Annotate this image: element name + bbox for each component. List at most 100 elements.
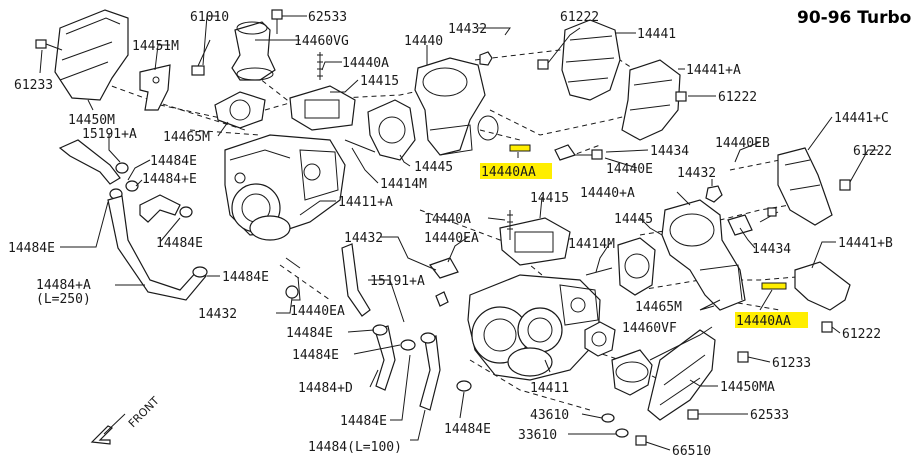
label-14484E-3: 14484E [8,241,55,256]
outlet-elbow-14460VF [611,349,653,396]
turbocharger-14411A [224,134,346,241]
gasket-14445-top [367,99,416,161]
label-14484E-7: 14484E [340,414,387,429]
label-14414M-top: 14414M [380,177,427,192]
bolt-61222-top [537,59,549,70]
label-14411A: 14411+A [338,195,393,210]
stud-14440AA-top [509,144,531,152]
label-14440EA-mid: 14440EA [290,304,345,319]
label-14440AA-top: 14440AA [481,165,536,180]
label-14440A-mid: 14440A [424,212,471,227]
bolt-62533-top [271,9,283,34]
label-14441: 14441 [637,27,676,42]
bolt-61233-low [737,351,749,363]
label-14450MA: 14450MA [720,380,775,395]
label-61233-left: 61233 [14,78,53,93]
label-14440E: 14440E [606,162,653,177]
front-arrow-icon [90,413,126,445]
gasket-14465M-mid [584,321,616,357]
heat-shield-14441C [777,147,833,226]
gasket-14465M-top [214,91,266,129]
heat-shield-14441B [794,261,851,311]
label-14432-left: 14432 [344,231,383,246]
heat-shield-14450MA [647,329,716,421]
label-61233-low: 61233 [772,356,811,371]
label-14415-mid: 14415 [530,191,569,206]
label-14441B: 14441+B [838,236,893,251]
label-14415-top: 14415 [360,74,399,89]
highlight-14440AA-mid [735,312,808,328]
label-14465M-mid: 14465M [635,300,682,315]
label-14432-mid: 14432 [677,166,716,181]
label-14445-top: 14445 [414,160,453,175]
outlet-elbow-14460VG [231,21,276,81]
bracket-14440EB [727,214,753,236]
hose-clamp-14484E-4 [192,266,208,278]
bolt-61010 [191,39,211,76]
hose-14484D [372,324,416,391]
stud-14440A-top [317,52,323,80]
label-66510: 66510 [672,444,711,459]
label-14484E-2: 14484E [156,236,203,251]
label-14484A: 14484+A [36,278,91,293]
pipe-14432-mid [341,243,371,317]
stud-14414M-mid [585,267,613,276]
label-14484A-len: (L=250) [36,292,91,307]
gasket-14445-mid [617,237,656,296]
bolt-14434-mid [759,207,779,223]
label-14441A-top: 14441+A [686,63,741,78]
label-14460VG: 14460VG [294,34,349,49]
nut-14432-mid [705,185,723,203]
hose-14484-L100 [419,332,472,411]
leader-lines [39,15,878,451]
front-label: FRONT [126,394,162,430]
bolt-61222-right [839,179,851,191]
label-62533-top: 62533 [308,10,347,25]
part-labels: 61010 62533 14460VG 14440 14432 61222 14… [8,10,893,459]
label-61222-mid: 61222 [718,90,757,105]
bracket-14451M [139,64,171,111]
label-14414M-mid: 14414M [568,237,615,252]
nut-14432-top [479,51,493,66]
label-14451M: 14451M [132,39,179,54]
label-61222-low: 61222 [842,327,881,342]
label-14440A-top: 14440A [342,56,389,71]
label-14484E-4: 14484E [222,270,269,285]
bracket-14440EA-mid [429,257,459,307]
label-14484E-1: 14484E [150,154,197,169]
hose-14484E-plus [139,194,181,223]
label-14484E-8: 14484E [444,422,491,437]
label-14440EA-top: 14440EA [424,231,479,246]
label-14484E-plus: 14484+E [142,172,197,187]
label-61222-right: 61222 [853,144,892,159]
label-14440A-plus: 14440+A [580,186,635,201]
stud-14440A-mid [507,210,513,240]
heat-shield-14441A [621,59,681,141]
label-14484-L100: 14484(L=100) [308,440,402,455]
bolt-61222-low [821,321,833,333]
label-14440: 14440 [404,34,443,49]
label-14441C: 14441+C [834,111,889,126]
label-14432-top: 14432 [448,22,487,37]
diagram-title: 90-96 Turbo [797,8,911,28]
label-14484E-6: 14484E [292,348,339,363]
exhaust-pipe-14440A [661,199,746,311]
label-14440AA-mid: 14440AA [736,314,791,329]
washers-nuts-low [601,409,699,446]
label-14440EB: 14440EB [715,136,770,151]
stud-14414M-top [344,139,376,153]
label-14465M-top: 14465M [163,130,210,145]
label-15191A-mid: 15191+A [370,274,425,289]
heat-shield-14441 [561,19,621,101]
label-61010: 61010 [190,10,229,25]
label-14411: 14411 [530,381,569,396]
highlight-14440AA-top [480,163,552,179]
exhaust-pipe-14440-top [414,57,499,156]
label-61222-top: 61222 [560,10,599,25]
label-14434-top: 14434 [650,144,689,159]
label-14460VF: 14460VF [622,321,677,336]
label-14484E-5: 14484E [286,326,333,341]
label-43610: 43610 [530,408,569,423]
hose-15191A-top [58,139,121,185]
gasket-14415-mid [499,217,571,266]
